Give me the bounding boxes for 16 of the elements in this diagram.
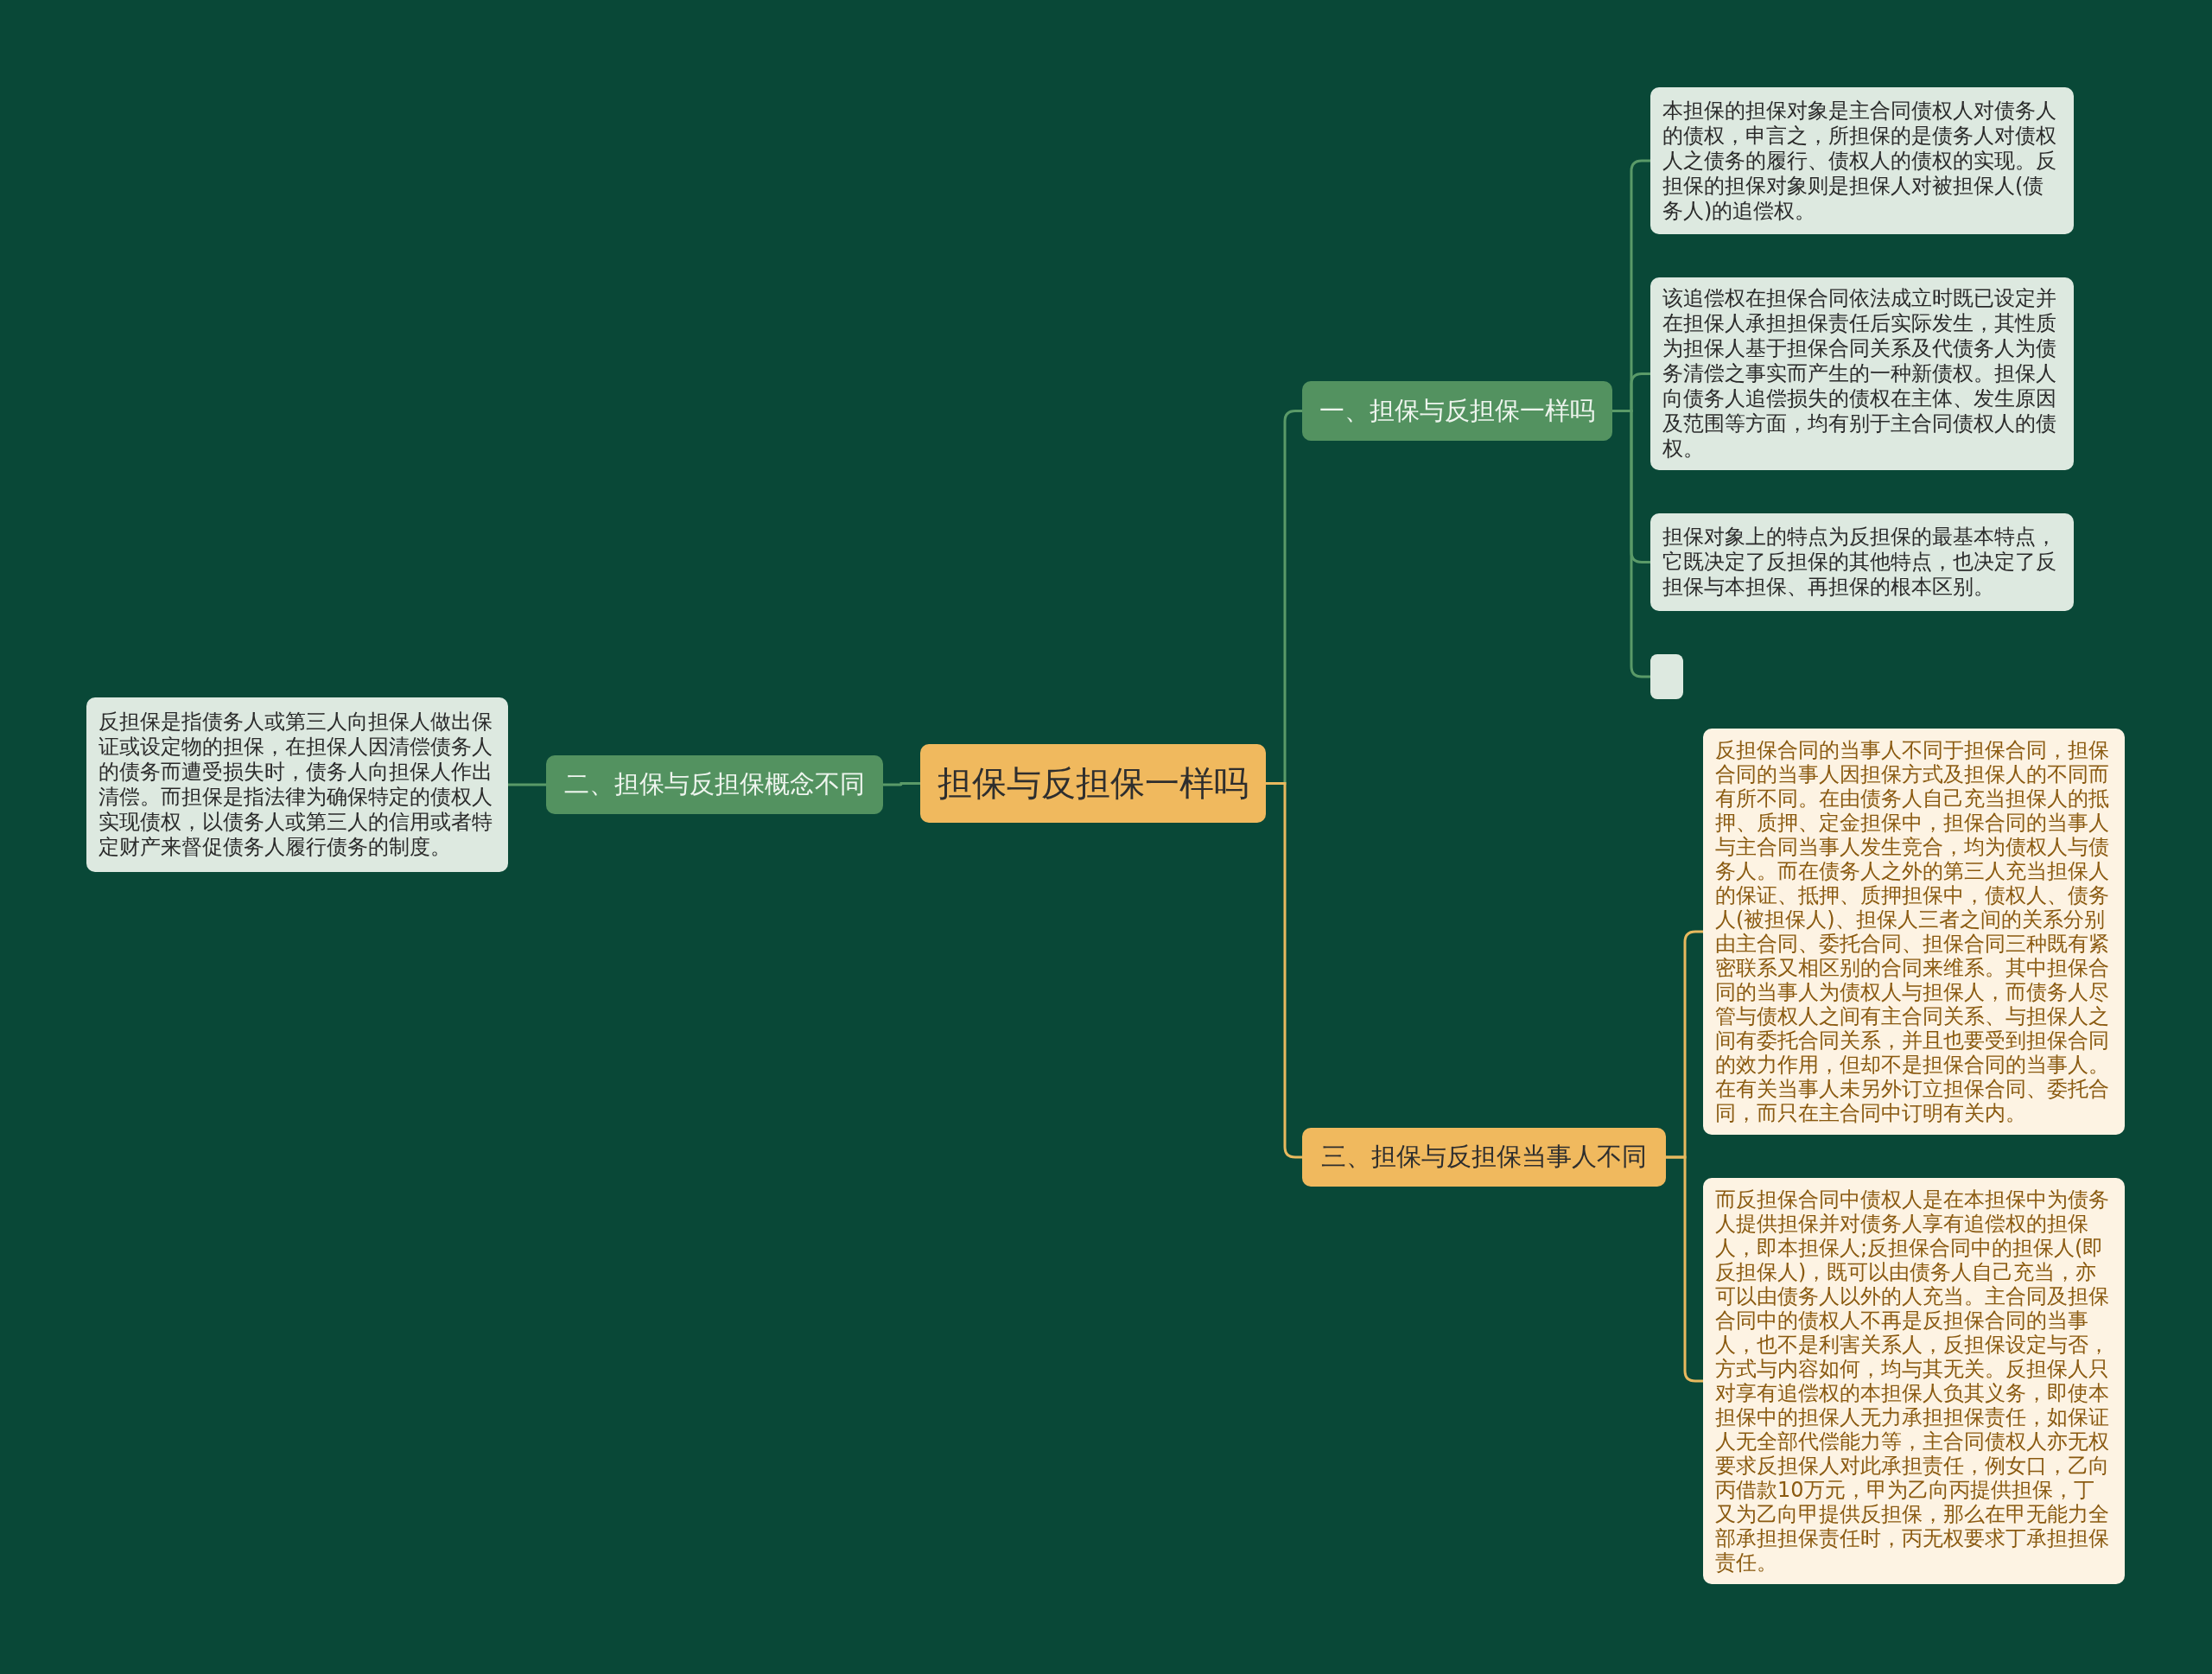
branch-topic-box: 二、担保与反担保概念不同 <box>546 755 883 814</box>
note-card: 本担保的担保对象是主合同债权人对债务人的债权，申言之，所担保的是债务人对债权人之债务的履行、债权人的债权的实现。反担保的担保对象则是担保人对被担保人(债务人)的追偿权。 <box>1650 87 2074 234</box>
connector-line <box>1666 1155 1703 1383</box>
note-card: 反担保合同的当事人不同于担保合同，担保合同的当事人因担保方式及担保人的不同而有所不同。在由债务人自己充当担保人的抵押、质押、定金担保中，担保合同的当事人与主合同当事人发生竞合，均为债权人与债务人。而在债务人之外的第三人充当担保人的保证、抵押、质押担保中，债权人、债务人(被担保人)、担保人三者之间的关系分别由主合同、委托合同、担保合同三种既有紧密联系又相区别的合同来维系。其中担保合同的当事人为债权人与担保人，而债务人尽管与债权人之间有主合同关系、与担保人之间有委托合同关系，并且也要受到担保合同的效力作用，但却不是担保合同的当事人。在有关当事人未另外订立担保合同、委托合同，而只在主合同中订明有关内。 <box>1703 729 2125 1135</box>
note-card: 担保对象上的特点为反担保的最基本特点，它既决定了反担保的其他特点，也决定了反担保与本担保、再担保的根本区别。 <box>1650 513 2074 611</box>
connector-line <box>508 783 546 786</box>
note-card: 而反担保合同中债权人是在本担保中为债务人提供担保并对债务人享有追偿权的担保人，即本担保人;反担保合同中的担保人(即反担保人)，既可以由债务人自己充当，亦可以由债务人以外的人充当。主合同及担保合同中的债权人不再是反担保合同的当事人，也不是利害关系人，反担保设定与否，方式与内容如何，均与其无关。反担保人只对享有追偿权的本担保人负其义务，即使本担保中的担保人无力承担担保责任，如保证人无全部代偿能力等，主合同债权人亦无权要求反担保人对此承担责任，例女口，乙向丙借款10万元，甲为乙向丙提供担保，丁又为乙向甲提供反担保，那么在甲无能力全部承担担保责任时，丙无权要求丁承担担保责任。 <box>1703 1178 2125 1584</box>
central-topic-box: 担保与反担保一样吗 <box>920 744 1266 823</box>
note-card: 反担保是指债务人或第三人向担保人做出保证或设定物的担保，在担保人因清偿债务人的债务而遭受损失时，债务人向担保人作出清偿。而担保是指法律为确保特定的债权人实现债权，以债务人或第三人的信用或者特定财产来督促债务人履行债务的制度。 <box>86 697 508 872</box>
empty-box <box>1650 654 1683 699</box>
branch-topic-box: 三、担保与反担保当事人不同 <box>1302 1128 1666 1187</box>
connector-line <box>883 782 920 786</box>
branch-topic-box: 一、担保与反担保一样吗 <box>1302 381 1612 441</box>
note-card: 该追偿权在担保合同依法成立时既已设定并在担保人承担担保责任后实际发生，其性质为担保人基于担保合同关系及代债务人为债务清偿之事实而产生的一种新债权。担保人向债务人追偿损失的债权在主体、发生原因及范围等方面，均有别于主合同债权人的债权。 <box>1650 277 2074 470</box>
connector-line <box>1266 782 1302 1159</box>
connector-line <box>1612 410 1650 678</box>
